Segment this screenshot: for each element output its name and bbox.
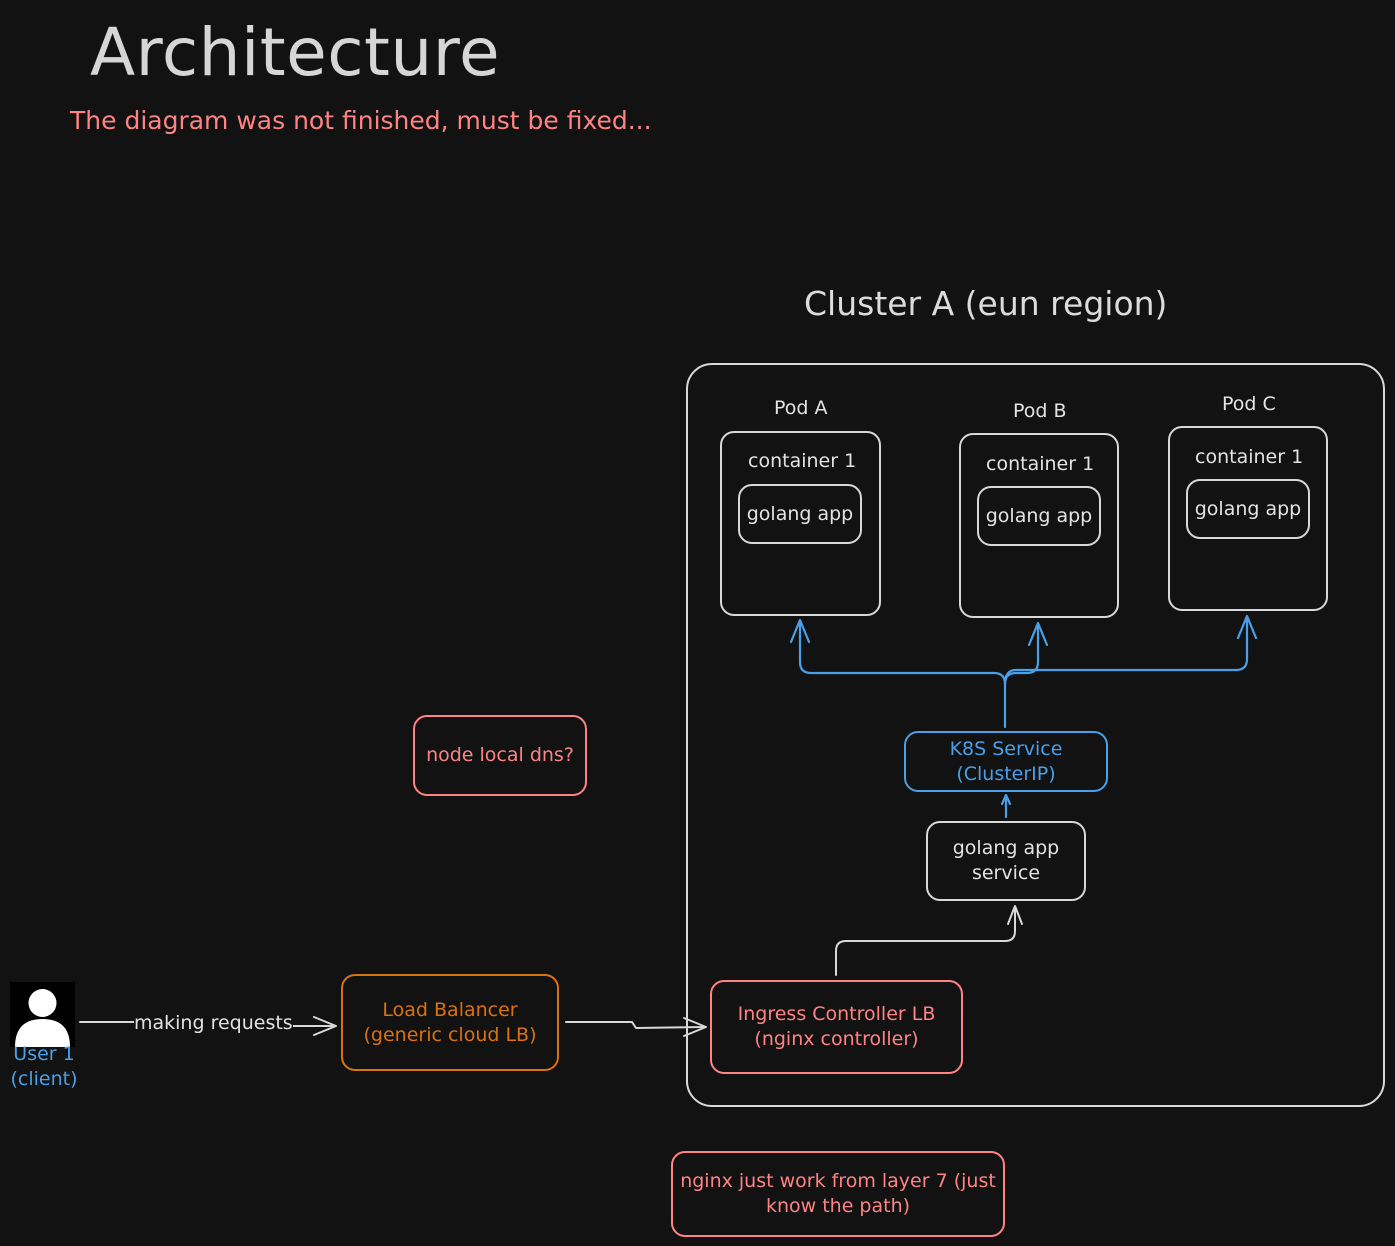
diagram-note: The diagram was not finished, must be fi… <box>70 106 652 135</box>
making-requests-label: making requests <box>134 1012 293 1034</box>
pod-c-app-label: golang app <box>1194 497 1302 520</box>
pod-c-box <box>1168 426 1328 611</box>
pod-c-label: Pod C <box>1222 393 1276 415</box>
pod-b-label: Pod B <box>1013 400 1067 422</box>
cluster-frame <box>686 363 1385 1107</box>
edge-service-to-pod-c <box>1003 616 1249 686</box>
pod-a-app-label: golang app <box>746 502 854 525</box>
pod-a-label: Pod A <box>774 397 828 419</box>
k8s-service-box: K8S Service (ClusterIP) <box>904 731 1108 792</box>
pod-b-app-label: golang app <box>985 504 1093 527</box>
nginx-note-box: nginx just work from layer 7 (just know … <box>671 1151 1005 1237</box>
user-role: (client) <box>10 1068 78 1090</box>
golang-app-service-box: golang app service <box>926 821 1086 901</box>
load-balancer-box: Load Balancer (generic cloud LB) <box>341 974 559 1071</box>
dns-note-label: node local dns? <box>426 744 574 766</box>
user-name: User 1 <box>13 1043 75 1065</box>
edge-ingress-to-golang-service <box>835 907 1016 976</box>
arrowhead-pod-c <box>1236 614 1258 640</box>
pod-a-container-label: container 1 <box>748 450 857 472</box>
load-balancer-label-1: Load Balancer <box>382 998 518 1021</box>
user-silhouette-icon <box>10 982 75 1047</box>
pod-b-container-label: container 1 <box>986 453 1095 475</box>
cluster-title: Cluster A (eun region) <box>804 284 1168 323</box>
k8s-service-type: (ClusterIP) <box>956 762 1056 785</box>
arrowhead-pod-b <box>1027 621 1049 647</box>
edge-service-to-pod-a <box>798 620 1007 729</box>
user-label: User 1 (client) <box>8 1042 80 1092</box>
pod-c-golang-app: golang app <box>1186 479 1310 539</box>
ingress-label-1: Ingress Controller LB <box>737 1003 936 1025</box>
dns-note-box: node local dns? <box>413 715 587 796</box>
pod-b-golang-app: golang app <box>977 486 1101 546</box>
k8s-service-label: K8S Service <box>949 737 1063 760</box>
pod-c-container-label: container 1 <box>1195 446 1304 468</box>
arrowhead-lb <box>313 1016 337 1036</box>
arrowhead-k8s <box>1000 793 1012 806</box>
ingress-controller-box: Ingress Controller LB (nginx controller) <box>710 980 963 1074</box>
pod-b-box <box>959 433 1119 618</box>
arrowhead-pod-a <box>789 618 811 644</box>
nginx-note-line-1: nginx just work from layer 7 (just <box>680 1170 996 1192</box>
arrowhead-ingress <box>683 1017 707 1037</box>
golang-service-label-2: service <box>971 862 1041 884</box>
golang-service-label-1: golang app <box>952 837 1060 859</box>
load-balancer-label-2: (generic cloud LB) <box>363 1023 537 1046</box>
ingress-label-2: (nginx controller) <box>754 1028 919 1050</box>
diagram-title: Architecture <box>90 14 501 91</box>
pod-a-golang-app: golang app <box>738 484 862 544</box>
pod-a-box <box>720 431 881 616</box>
nginx-note-line-2: know the path) <box>765 1195 911 1217</box>
edge-lb-to-ingress <box>565 1021 705 1029</box>
arrowhead-golang-service <box>1007 905 1023 925</box>
